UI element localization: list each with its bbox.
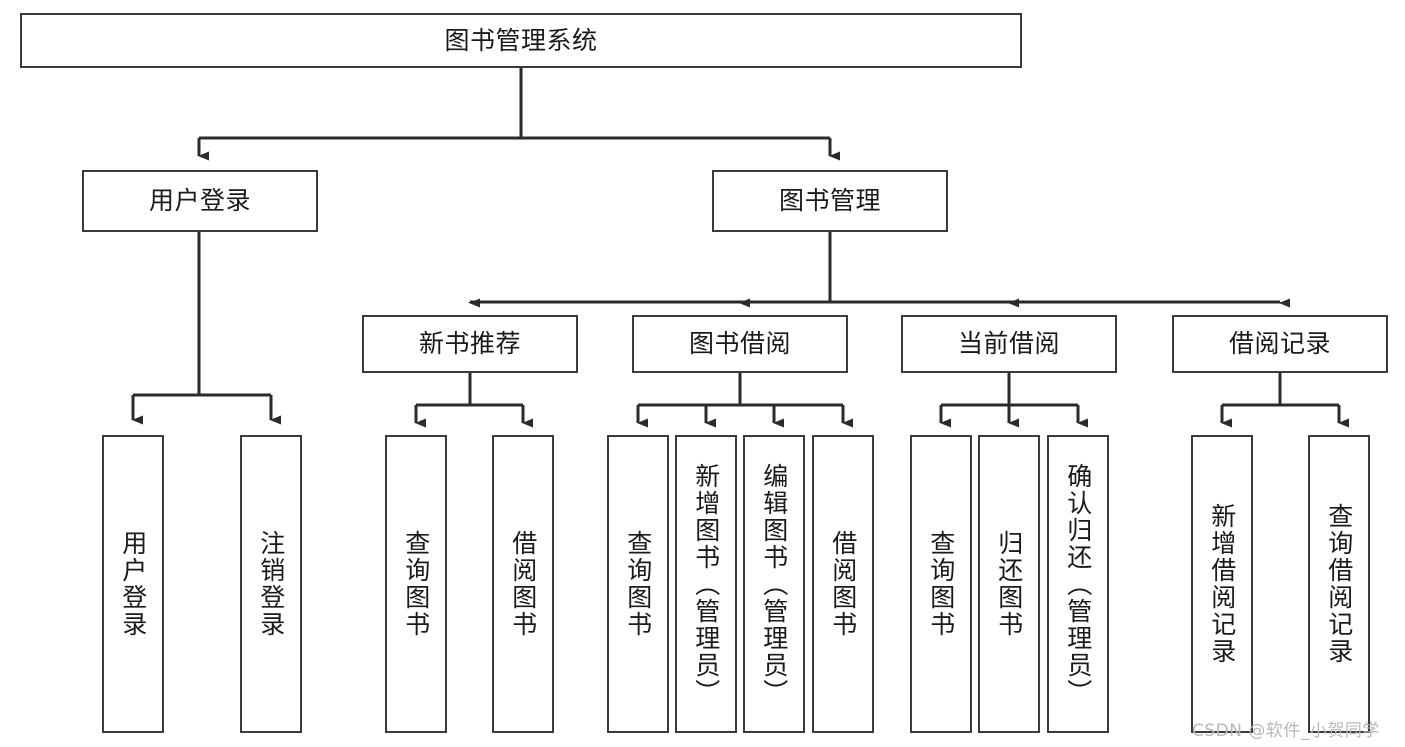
node-borrow-record[interactable]: 借阅记录 bbox=[1172, 315, 1388, 373]
node-label: 查询借阅记录 bbox=[1324, 503, 1354, 665]
node-label: 注销登录 bbox=[256, 530, 286, 638]
node-label: 查询图书 bbox=[926, 530, 956, 638]
node-label: 用户登录 bbox=[118, 530, 148, 638]
node-label: 借阅图书 bbox=[508, 530, 538, 638]
leaf-borrow-record-query[interactable]: 查询借阅记录 bbox=[1308, 435, 1370, 733]
leaf-new-book-borrow[interactable]: 借阅图书 bbox=[492, 435, 554, 733]
leaf-borrow-record-add[interactable]: 新增借阅记录 bbox=[1191, 435, 1253, 733]
leaf-user-login-login[interactable]: 用户登录 bbox=[102, 435, 164, 733]
node-label: 借阅记录 bbox=[1228, 329, 1331, 359]
leaf-current-borrow-return[interactable]: 归还图书 bbox=[978, 435, 1040, 733]
node-label: 新书推荐 bbox=[418, 329, 521, 359]
node-label: 新增图书（管理员） bbox=[691, 462, 721, 706]
node-label: 当前借阅 bbox=[957, 329, 1060, 359]
node-label: 图书管理系统 bbox=[444, 25, 598, 55]
leaf-current-borrow-confirm-return[interactable]: 确认归还（管理员） bbox=[1047, 435, 1109, 733]
node-label: 新增借阅记录 bbox=[1207, 503, 1237, 665]
leaf-current-borrow-query[interactable]: 查询图书 bbox=[910, 435, 972, 733]
node-current-borrow[interactable]: 当前借阅 bbox=[901, 315, 1117, 373]
node-label: 查询图书 bbox=[623, 530, 653, 638]
node-root-system[interactable]: 图书管理系统 bbox=[20, 13, 1022, 68]
node-label: 图书借阅 bbox=[688, 329, 791, 359]
leaf-book-borrow-edit[interactable]: 编辑图书（管理员） bbox=[743, 435, 805, 733]
node-user-login[interactable]: 用户登录 bbox=[82, 170, 318, 232]
leaf-book-borrow-borrow[interactable]: 借阅图书 bbox=[812, 435, 874, 733]
leaf-book-borrow-query[interactable]: 查询图书 bbox=[607, 435, 669, 733]
leaf-book-borrow-add[interactable]: 新增图书（管理员） bbox=[675, 435, 737, 733]
node-label: 归还图书 bbox=[994, 530, 1024, 638]
node-label: 借阅图书 bbox=[828, 530, 858, 638]
node-label: 图书管理 bbox=[778, 186, 881, 216]
csdn-watermark: CSDN @软件_小贺同学 bbox=[1192, 721, 1380, 741]
leaf-user-login-logout[interactable]: 注销登录 bbox=[240, 435, 302, 733]
node-new-book-recommend[interactable]: 新书推荐 bbox=[362, 315, 578, 373]
node-book-management[interactable]: 图书管理 bbox=[712, 170, 948, 232]
leaf-new-book-query[interactable]: 查询图书 bbox=[385, 435, 447, 733]
node-label: 查询图书 bbox=[401, 530, 431, 638]
node-book-borrow[interactable]: 图书借阅 bbox=[632, 315, 848, 373]
node-label: 确认归还（管理员） bbox=[1063, 462, 1093, 706]
node-label: 编辑图书（管理员） bbox=[759, 462, 789, 706]
node-label: 用户登录 bbox=[148, 186, 251, 216]
